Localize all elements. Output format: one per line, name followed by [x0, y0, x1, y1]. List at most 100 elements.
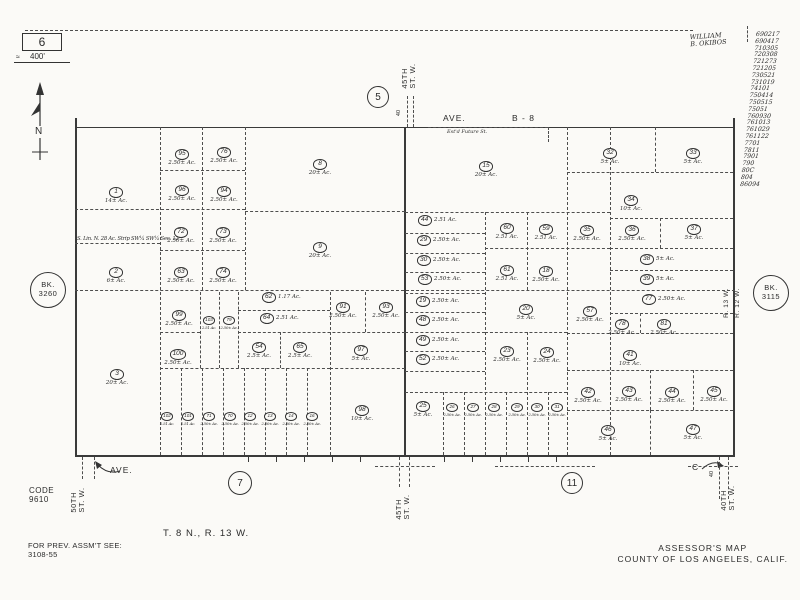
boundary-line [747, 26, 748, 42]
boundary-line [407, 96, 408, 127]
avenue-c-arrow-icon [701, 461, 724, 470]
parcel-number: 57 [583, 306, 597, 317]
parcel-number: 103 [203, 316, 215, 325]
parcel-number: 9 [313, 242, 327, 253]
parcel-number: 36 [625, 225, 639, 236]
boundary-line [330, 368, 405, 369]
parcel-number: 54 [252, 342, 266, 353]
parcel-number: 81 [657, 319, 671, 330]
parcel-number: 33 [686, 148, 700, 159]
boundary-line [464, 392, 465, 455]
parcel-acreage: 10± Ac. [619, 205, 643, 212]
baseline-tick [360, 455, 361, 462]
boundary-line [405, 332, 485, 333]
parcel-number: 15 [479, 161, 493, 172]
baseline-tick [248, 455, 249, 462]
boundary-line [238, 292, 239, 368]
parcel-number: 34 [624, 195, 638, 206]
parcel-number: 73 [216, 227, 230, 238]
parcel-number: 60 [500, 223, 514, 234]
boundary-line [238, 310, 330, 311]
parcel-number: 45 [707, 386, 721, 397]
parcel-acreage: 20± Ac. [474, 171, 498, 178]
sheet-number: 6 [22, 33, 62, 51]
baseline-tick [500, 455, 501, 462]
parcel-number: 2 [109, 267, 123, 278]
parcel-acreage: 2.50± Ac. [433, 256, 461, 263]
parcel-acreage: 2.50± Ac. [533, 357, 561, 364]
north-label: N [35, 126, 43, 137]
parcel-acreage: 5± Ac. [413, 411, 433, 418]
parcel-acreage: 2.50± Ac. [221, 421, 239, 426]
boundary-line [409, 457, 410, 487]
baseline-tick [444, 455, 445, 462]
parcel-acreage: 2.50± Ac. [241, 421, 259, 426]
parcel-number: 42 [581, 387, 595, 398]
parcel-number: 24 [540, 347, 554, 358]
parcel-number: 76 [217, 147, 231, 158]
parcel-number: 32 [603, 148, 617, 159]
street-45th-top: 45TH ST. W. [400, 63, 417, 89]
parcel-number: 25 [416, 401, 430, 412]
boundary-line [405, 371, 485, 372]
boundary-line [688, 466, 738, 467]
north-arrow-icon [31, 82, 48, 160]
parcel-acreage: 2.50± Ac. [548, 412, 566, 417]
parcel-number: 28 [488, 403, 500, 412]
boundary-line [160, 368, 330, 369]
parcel-acreage: 2.50± Ac. [608, 329, 636, 336]
adjacent-section-top: 5 [367, 86, 389, 108]
boundary-line [75, 243, 160, 244]
parcel-acreage: 6± Ac. [106, 277, 126, 284]
boundary-line [399, 457, 400, 487]
avenue-bottom-label: AVE. [110, 465, 133, 475]
avenue-arrow-icon [95, 461, 121, 473]
boundary-line [75, 290, 735, 291]
parcel-acreage: 2.50± Ac. [493, 356, 521, 363]
parcel-acreage: 2.50± Ac. [432, 336, 460, 343]
boundary-line [610, 218, 733, 219]
boundary-line [307, 368, 308, 455]
parcel-number: 30 [417, 255, 431, 266]
boundary-line [200, 292, 201, 368]
parcel-acreage: 10± Ac. [350, 415, 374, 422]
parcel-number: 71 [203, 412, 215, 421]
book-circle-3260: BK. 3260 [30, 272, 66, 308]
boundary-line [82, 457, 83, 479]
parcel-number: 38 [640, 254, 654, 265]
baseline-tick [276, 455, 277, 462]
parcel-number: 74 [216, 267, 230, 278]
boundary-line [94, 457, 95, 479]
boundary-line [405, 351, 485, 352]
parcel-acreage: 2.50± Ac. [432, 316, 460, 323]
parcel-acreage: 2.50± Ac. [434, 275, 462, 282]
parcel-number: 12 [244, 412, 256, 421]
boundary-line [160, 250, 245, 251]
boundary-line [485, 248, 610, 249]
baseline-tick [472, 455, 473, 462]
